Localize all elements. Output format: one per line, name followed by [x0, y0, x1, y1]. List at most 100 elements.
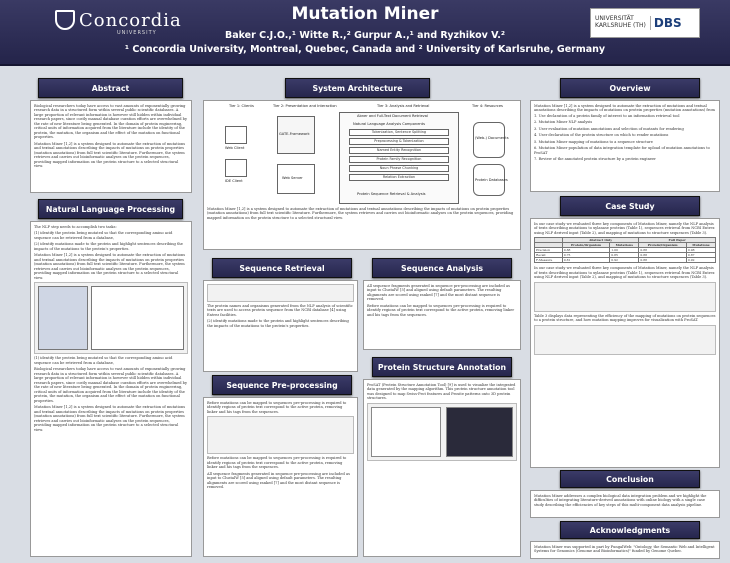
preprocessing-panel: Before mutations can be mapped to sequen…: [203, 397, 358, 557]
abstract-panel: Biological researchers today have access…: [30, 100, 192, 193]
dbs-logo: DBS: [649, 16, 682, 30]
annotation-paragraph: ProSAT (Protein Structure Annotation Too…: [367, 383, 516, 401]
case-paragraph: In our case study we evaluated three key…: [534, 266, 715, 280]
case-paragraph: Table 3 displays data representing the e…: [534, 313, 716, 323]
nlp-heading: Natural Language Processing: [38, 199, 183, 219]
retrieval-panel: The protein names and organisms generate…: [203, 280, 358, 372]
crest-icon: [55, 10, 75, 30]
tier1-label: Tier 1: Clients: [229, 104, 254, 108]
abstract-heading: Abstract: [38, 78, 183, 98]
overview-item: 7. Review of the annotated protein struc…: [534, 157, 656, 162]
concordia-logo: Concordia UNIVERSITY: [55, 8, 215, 36]
tier4-label: Tier 4: Resources: [472, 104, 503, 108]
ack-paragraph: Mutation Miner was supported in part by …: [534, 545, 715, 554]
ack-panel: Mutation Miner was supported in part by …: [530, 541, 720, 559]
logo-line2: KARLSRUHE (TH): [595, 22, 646, 29]
case-table-2: [534, 281, 716, 312]
preprocessing-paragraph: All sequence fragments generated in sequ…: [207, 471, 350, 490]
overview-item: 3. User evaluation of mutation annotatio…: [534, 126, 684, 131]
overview-item: 2. Mutation Miner NLP analysis: [534, 120, 593, 125]
poster-authors: Baker C.J.O.,¹ Witte R.,² Gurpur A.,¹ an…: [224, 30, 506, 41]
logo-line1: UNIVERSITÄT: [595, 15, 634, 23]
architecture-heading: System Architecture: [285, 78, 430, 98]
poster-header: Concordia UNIVERSITY Mutation Miner Bake…: [0, 0, 730, 66]
case-study-heading: Case Study: [560, 196, 700, 216]
analysis-panel: All sequence fragments generated in sequ…: [363, 280, 521, 350]
preprocessing-paragraph: Before mutations can be mapped to sequen…: [207, 401, 347, 414]
protein-annotation-label: Protein Sequence Retrieval & Analysis: [357, 192, 426, 196]
nlp-figure: [34, 282, 188, 355]
module-box: Named Entity Recognition: [349, 147, 449, 154]
nlp-paragraph: (2) identify mutations made to the prote…: [34, 242, 183, 251]
retrieval-heading: Sequence Retrieval: [212, 258, 352, 278]
preprocessing-heading: Sequence Pre-processing: [212, 375, 352, 395]
analysis-heading: Sequence Analysis: [372, 258, 512, 278]
annotation-heading: Protein Structure Annotation: [372, 357, 512, 377]
web-server-box: [277, 164, 315, 194]
protein-db-box: [473, 164, 505, 196]
nlp-paragraph: The NLP step needs to accomplish two tas…: [34, 225, 117, 229]
nlp-subsystem-label: Natural Language Analysis Components: [353, 122, 425, 126]
retrieval-paragraph: (2) identify mutations made to the prote…: [207, 319, 349, 328]
module-box: Noun Phrase Chunking: [349, 165, 449, 172]
annotation-panel: ProSAT (Protein Structure Annotation Too…: [363, 379, 521, 557]
nlp-paragraph: Biological researchers today have access…: [34, 367, 187, 403]
overview-item: 4. User declaration of the protein struc…: [534, 133, 669, 138]
analysis-paragraph: All sequence fragments generated in sequ…: [367, 284, 510, 302]
module-box: Preprocessing & Tokenization: [349, 138, 449, 145]
overview-intro: Mutation Miner [1,2] is a system designe…: [534, 104, 715, 112]
architecture-diagram: Tier 1: Clients Tier 2: Presentation and…: [207, 104, 517, 207]
module-box: Protein Family Recognition: [349, 156, 449, 163]
web-server-label: Web Server: [282, 176, 303, 180]
nlp-paragraph: Mutation Miner [1,2] is a system designe…: [34, 405, 186, 432]
protein-structure-view: [446, 406, 513, 457]
abstract-paragraph: Biological researchers today have access…: [34, 104, 187, 140]
logo-subtext: UNIVERSITY: [117, 30, 157, 36]
architecture-caption: Mutation Miner [1,2] is a system designe…: [207, 207, 514, 220]
ide-client-label: IDE Client: [225, 179, 243, 183]
overview-item: 5. Mutation Miner mapping of mutations t…: [534, 139, 653, 144]
overview-panel: Mutation Miner [1,2] is a system designe…: [530, 100, 720, 192]
preprocessing-paragraph: Before mutations can be mapped to sequen…: [207, 456, 347, 470]
case-table: Abstract Only Full Paper Protein/Organis…: [534, 237, 717, 264]
poster-affiliations: ¹ Concordia University, Montreal, Quebec…: [124, 44, 606, 55]
web-client-label: Web Client: [225, 146, 245, 150]
conclusion-panel: Mutation Miner addresses a complex biolo…: [530, 490, 720, 518]
abstract-paragraph: Mutation Miner [1,2] is a system designe…: [34, 141, 186, 169]
nlp-paragraph: Mutation Miner [1,2] is a system designe…: [34, 253, 186, 280]
overview-item: 6. Mutation Miner population of data int…: [534, 146, 710, 155]
overview-item: 1. Use declaration of a protein family o…: [534, 114, 680, 118]
module-box: Tokenization, Sentence Splitting: [349, 129, 449, 136]
protein-db-label: Protein Databases: [475, 178, 508, 182]
case-paragraph: In our case study we evaluated three key…: [534, 222, 715, 235]
architecture-panel: Tier 1: Clients Tier 2: Presentation and…: [203, 100, 521, 250]
gate-label: GATE-Framework: [279, 132, 310, 136]
documents-box: [473, 122, 505, 158]
analysis-paragraph: Before mutations can be mapped to sequen…: [367, 303, 515, 317]
abner-label: Abner and Full-Text Document Retrieval: [357, 114, 429, 118]
annotation-figure: [367, 402, 517, 461]
tier2-label: Tier 2: Presentation and Interaction: [273, 104, 337, 108]
retrieval-figure: [207, 284, 354, 302]
nlp-paragraph: (1) identify the protein being mutated s…: [34, 231, 173, 240]
logo-text: Concordia: [79, 9, 182, 31]
ide-client-box: [225, 159, 247, 177]
conclusion-heading: Conclusion: [560, 470, 700, 488]
retrieval-paragraph: The protein names and organisms generate…: [207, 304, 353, 317]
documents-label: (Web-) Documents: [475, 136, 509, 140]
case-table-3: [534, 324, 716, 355]
nlp-paragraph: (1) identify the protein being mutated s…: [34, 356, 173, 365]
web-client-box: [225, 126, 247, 144]
conclusion-paragraph: Mutation Miner addresses a complex biolo…: [534, 494, 707, 507]
preprocessing-figure: [207, 416, 354, 455]
module-box: Relation Extraction: [349, 174, 449, 181]
overview-heading: Overview: [560, 78, 700, 98]
gate-box: [277, 116, 315, 154]
case-study-panel: In our case study we evaluated three key…: [530, 218, 720, 468]
poster-title: Mutation Miner: [291, 4, 439, 24]
ack-heading: Acknowledgments: [560, 521, 700, 539]
karlsruhe-logo: UNIVERSITÄT KARLSRUHE (TH) DBS: [590, 8, 700, 38]
tier3-label: Tier 3: Analysis and Retrieval: [377, 104, 430, 108]
